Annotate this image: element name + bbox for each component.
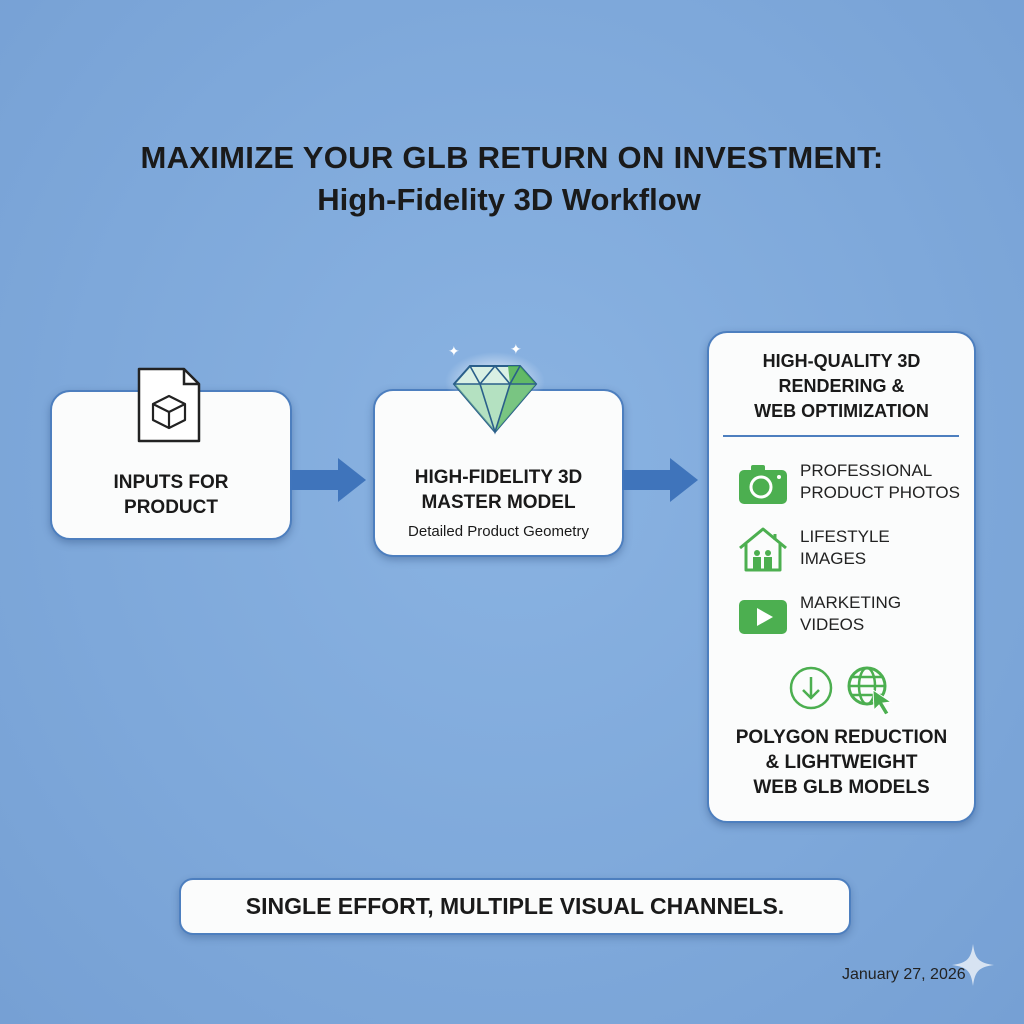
video-play-icon [739,600,787,634]
heading-line: WEB OPTIMIZATION [754,401,929,421]
camera-icon [739,465,787,504]
date-label: January 27, 2026 [842,966,966,983]
divider [723,435,959,437]
output-panel-footer: POLYGON REDUCTION & LIGHTWEIGHT WEB GLB … [709,725,974,800]
title-line-1: MAXIMIZE YOUR GLB RETURN ON INVESTMENT: [140,140,884,175]
label-line: PRODUCT [124,497,218,518]
heading-line: RENDERING & [778,376,905,396]
house-family-icon [739,527,787,572]
globe-cursor-icon [847,666,893,716]
sparkle-icon: ✦ [448,343,460,359]
label-line: HIGH-FIDELITY 3D [414,467,583,488]
item-line: PROFESSIONAL [800,461,933,480]
diamond-icon: ✦ ✦ [445,341,545,435]
item-line: PRODUCT PHOTOS [800,483,960,502]
output-item-label: LIFESTYLE IMAGES [800,526,890,570]
tagline-banner: SINGLE EFFORT, MULTIPLE VISUAL CHANNELS. [179,878,851,935]
download-icon [789,666,833,710]
output-item-label: MARKETING VIDEOS [800,592,901,636]
item-line: MARKETING [800,593,902,612]
output-item-lifestyle: LIFESTYLE IMAGES [737,526,967,576]
step-master-model-subtitle: Detailed Product Geometry [408,523,589,540]
arrow-right-icon [290,458,366,502]
label-line: MASTER MODEL [421,492,576,513]
item-line: VIDEOS [800,615,865,634]
footer-line: & LIGHTWEIGHT [765,752,918,773]
arrow-right-icon [622,458,698,502]
output-item-label: PROFESSIONAL PRODUCT PHOTOS [800,460,960,504]
output-panel-heading: HIGH-QUALITY 3D RENDERING & WEB OPTIMIZA… [709,349,974,424]
step-inputs-label: INPUTS FOR PRODUCT [52,470,290,520]
step-master-model-label: HIGH-FIDELITY 3D MASTER MODEL [375,465,622,515]
label-line: INPUTS FOR [113,472,229,493]
file-cube-icon [137,367,201,443]
sparkle-icon [952,944,994,986]
sparkle-icon: ✦ [510,341,522,357]
title-line-2: High-Fidelity 3D Workflow [317,182,701,217]
output-item-videos: MARKETING VIDEOS [737,592,967,642]
item-line: IMAGES [800,549,867,568]
footer-line: POLYGON REDUCTION [735,727,948,748]
output-panel: HIGH-QUALITY 3D RENDERING & WEB OPTIMIZA… [707,331,976,823]
output-item-photos: PROFESSIONAL PRODUCT PHOTOS [737,460,967,510]
heading-line: HIGH-QUALITY 3D [762,351,921,371]
item-line: LIFESTYLE [800,527,890,546]
footer-line: WEB GLB MODELS [753,777,930,798]
